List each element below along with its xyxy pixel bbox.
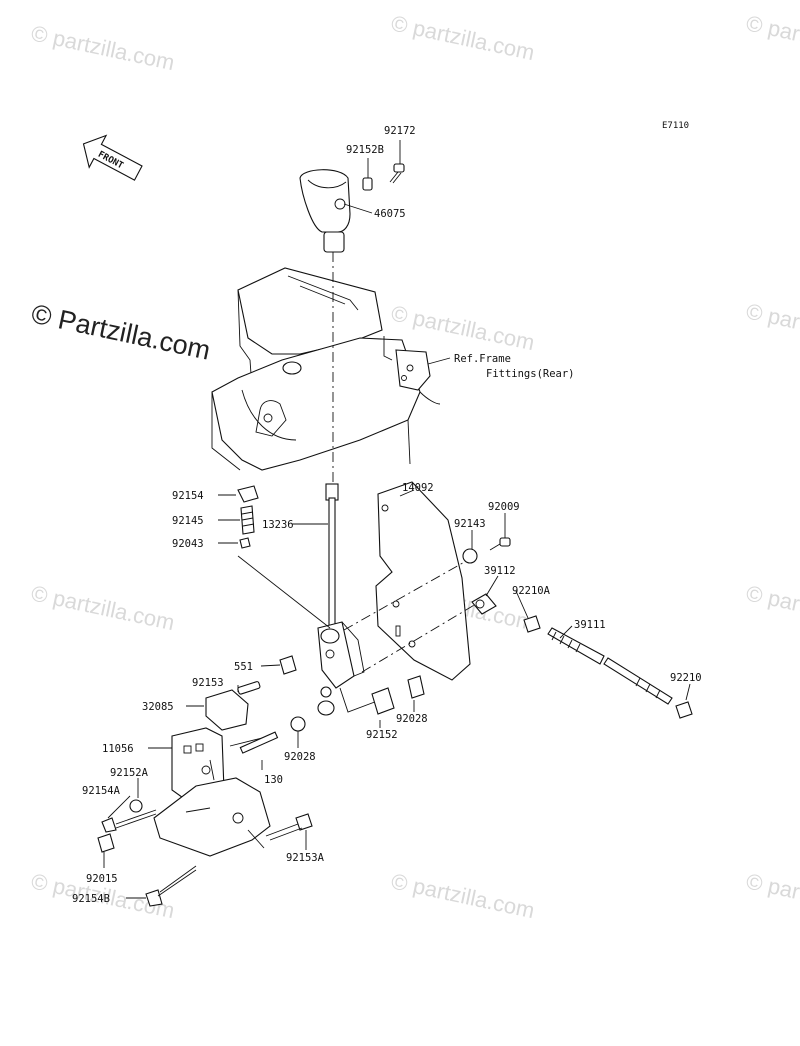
watermark: © partzilla.com bbox=[744, 10, 800, 65]
watermark: © partzilla.com bbox=[389, 10, 537, 65]
label-92009: 92009 bbox=[488, 501, 520, 513]
label-92172: 92172 bbox=[384, 125, 416, 137]
label-92153: 92153 bbox=[192, 677, 224, 689]
label-11056: 11056 bbox=[102, 743, 134, 755]
label-14092: 14092 bbox=[402, 482, 434, 494]
bushings-collars bbox=[237, 655, 425, 732]
shift-rod-13236 bbox=[325, 252, 339, 629]
label-92152B: 92152B bbox=[346, 144, 384, 156]
label-92154B: 92154B bbox=[72, 893, 110, 905]
label-92152: 92152 bbox=[366, 729, 398, 741]
watermark: © partzilla.com bbox=[744, 868, 800, 923]
label-92145: 92145 bbox=[172, 515, 204, 527]
label-92043: 92043 bbox=[172, 538, 204, 550]
label-39111: 39111 bbox=[574, 619, 606, 631]
watermark: © partzilla.com bbox=[389, 868, 537, 923]
watermark: © partzilla.com bbox=[29, 580, 177, 635]
label-92028-right: 92028 bbox=[396, 713, 428, 725]
label-92143: 92143 bbox=[454, 518, 486, 530]
watermark: © partzilla.com bbox=[29, 20, 177, 75]
detent-parts bbox=[237, 485, 331, 629]
watermarks: © partzilla.com © partzilla.com © partzi… bbox=[29, 10, 800, 923]
label-92152A: 92152A bbox=[110, 767, 149, 779]
label-ref-frame: Ref.Frame bbox=[454, 353, 511, 365]
watermark: © partzilla.com bbox=[744, 580, 800, 635]
label-92153A: 92153A bbox=[286, 852, 325, 864]
label-92210A: 92210A bbox=[512, 585, 551, 597]
shift-lever-assembly bbox=[317, 621, 381, 713]
label-ref-frame-fittings: Fittings(Rear) bbox=[486, 368, 575, 380]
leader-lines bbox=[103, 140, 691, 899]
fasteners-lower bbox=[97, 799, 313, 907]
label-92015: 92015 bbox=[86, 873, 118, 885]
brand-logo: © Partzilla.com bbox=[29, 299, 213, 366]
front-arrow-icon: FRONT bbox=[82, 134, 143, 181]
watermark: © partzilla.com bbox=[744, 298, 800, 353]
frame-reference bbox=[211, 267, 441, 471]
bracket-assembly bbox=[153, 689, 279, 857]
diagram-code: E7110 bbox=[662, 121, 689, 131]
watermark: © partzilla.com bbox=[389, 300, 537, 355]
label-39112: 39112 bbox=[484, 565, 516, 577]
label-130: 130 bbox=[264, 774, 283, 786]
label-32085: 32085 bbox=[142, 701, 174, 713]
label-92154A: 92154A bbox=[82, 785, 121, 797]
label-551: 551 bbox=[234, 661, 253, 673]
screw-92172 bbox=[389, 163, 405, 184]
right-linkage-parts bbox=[462, 537, 693, 719]
label-13236: 13236 bbox=[262, 519, 294, 531]
shift-knob bbox=[299, 169, 351, 253]
part-labels: 92172 92152B 46075 Ref.Frame Fittings(Re… bbox=[72, 125, 702, 905]
label-92154: 92154 bbox=[172, 490, 204, 502]
plate-14092 bbox=[343, 481, 477, 681]
collar-92152B bbox=[362, 177, 373, 191]
label-46075: 46075 bbox=[374, 208, 406, 220]
label-92028-left: 92028 bbox=[284, 751, 316, 763]
label-92210: 92210 bbox=[670, 672, 702, 684]
